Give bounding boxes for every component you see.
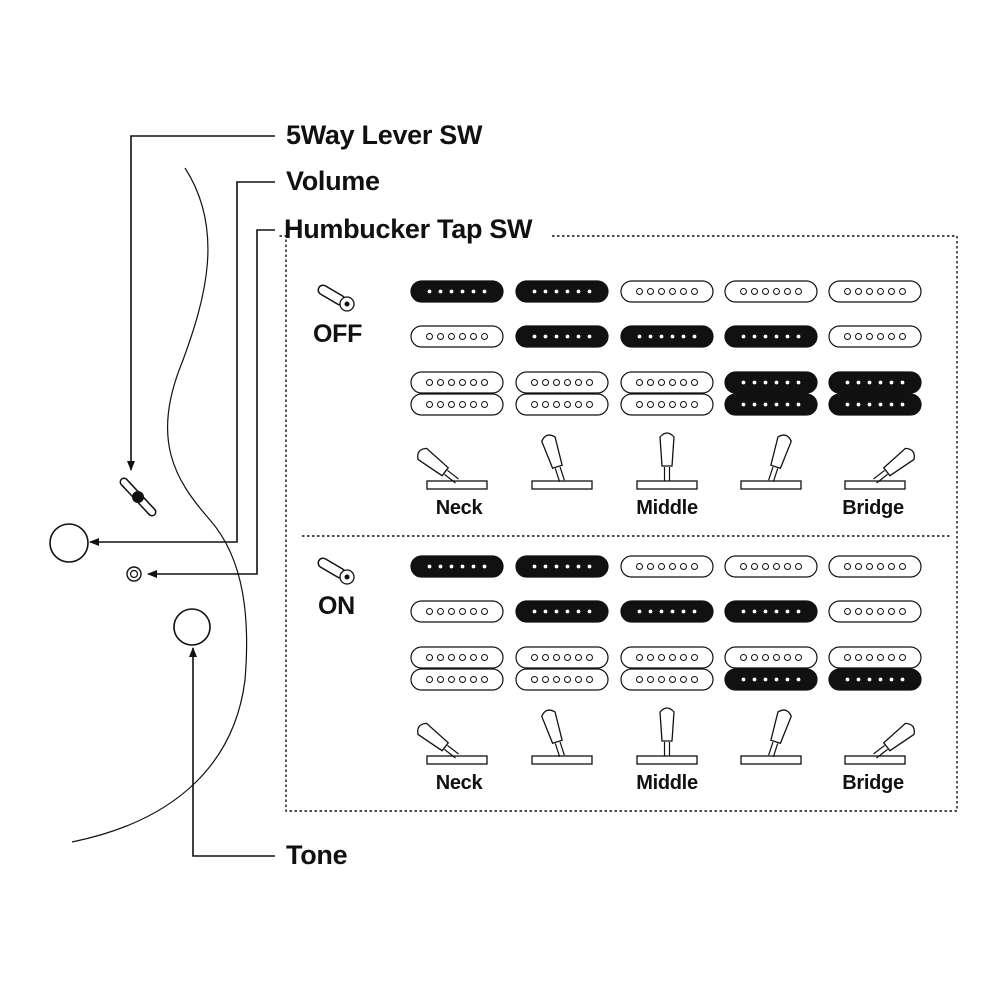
lever-position-icon bbox=[740, 709, 802, 765]
tap-state-on-label: ON bbox=[318, 592, 355, 620]
position-label-middle: Middle bbox=[636, 772, 698, 794]
lever-position-icon bbox=[844, 447, 915, 490]
middle-pickup bbox=[515, 325, 609, 348]
neck-pickup bbox=[410, 555, 504, 578]
switch-position-5 bbox=[828, 280, 922, 416]
bridge-humbucker-coil-2 bbox=[828, 393, 922, 416]
bridge-humbucker-coil-1 bbox=[828, 646, 922, 669]
lever-switch-label: 5Way Lever SW bbox=[286, 120, 483, 150]
tap-panel-on bbox=[410, 555, 922, 691]
bridge-humbucker-coil-1 bbox=[410, 371, 504, 394]
tap-switch-icon bbox=[126, 566, 142, 582]
position-label-neck: Neck bbox=[435, 497, 483, 519]
lever-position-icon bbox=[636, 707, 698, 765]
lever-position-icon bbox=[417, 447, 488, 490]
switch-position-5 bbox=[828, 555, 922, 691]
bridge-humbucker-coil-1 bbox=[515, 646, 609, 669]
switch-position-2 bbox=[515, 280, 609, 416]
tap-switch-bracket bbox=[278, 235, 958, 812]
bridge-humbucker-coil-1 bbox=[620, 371, 714, 394]
bridge-humbucker-coil-2 bbox=[410, 668, 504, 691]
neck-pickup bbox=[828, 555, 922, 578]
position-label-bridge: Bridge bbox=[842, 772, 904, 794]
tap-switch-leader bbox=[147, 229, 275, 578]
position-label-neck: Neck bbox=[435, 772, 483, 794]
switch-position-1 bbox=[410, 555, 504, 691]
lever-position-icon bbox=[531, 434, 593, 490]
switch-position-4 bbox=[724, 280, 818, 416]
neck-pickup bbox=[620, 280, 714, 303]
middle-pickup bbox=[724, 325, 818, 348]
bridge-humbucker-coil-2 bbox=[724, 668, 818, 691]
middle-pickup bbox=[620, 600, 714, 623]
bridge-humbucker-coil-1 bbox=[724, 646, 818, 669]
tone-label: Tone bbox=[286, 840, 348, 870]
switch-position-3 bbox=[620, 555, 714, 691]
bridge-humbucker-coil-1 bbox=[724, 371, 818, 394]
lever-switch-icon bbox=[119, 477, 157, 517]
tap-switch-on-icon bbox=[317, 557, 355, 585]
bridge-humbucker-coil-2 bbox=[828, 668, 922, 691]
neck-pickup bbox=[515, 555, 609, 578]
neck-pickup bbox=[724, 555, 818, 578]
tap-switch-off-icon bbox=[317, 284, 355, 312]
guitar-body-outline bbox=[71, 167, 248, 843]
lever-switch-leader bbox=[127, 135, 275, 471]
bridge-humbucker-coil-2 bbox=[410, 393, 504, 416]
tap-switch-label: Humbucker Tap SW bbox=[284, 214, 533, 244]
lever-position-icon bbox=[636, 432, 698, 490]
lever-position-icon bbox=[531, 709, 593, 765]
lever-position-icon bbox=[417, 722, 488, 765]
switch-position-1 bbox=[410, 280, 504, 416]
bridge-humbucker-coil-2 bbox=[724, 393, 818, 416]
tone-knob-icon bbox=[173, 608, 211, 646]
neck-pickup bbox=[410, 280, 504, 303]
position-label-bridge: Bridge bbox=[842, 497, 904, 519]
volume-knob-icon bbox=[49, 523, 89, 563]
position-label-middle: Middle bbox=[636, 497, 698, 519]
lever-position-icon bbox=[844, 722, 915, 765]
neck-pickup bbox=[828, 280, 922, 303]
middle-pickup bbox=[828, 600, 922, 623]
neck-pickup bbox=[620, 555, 714, 578]
tap-state-off-label: OFF bbox=[313, 320, 363, 348]
middle-pickup bbox=[620, 325, 714, 348]
switch-position-2 bbox=[515, 555, 609, 691]
volume-label: Volume bbox=[286, 166, 380, 196]
middle-pickup bbox=[828, 325, 922, 348]
lever-position-icon bbox=[740, 434, 802, 490]
volume-leader bbox=[89, 181, 275, 546]
bridge-humbucker-coil-2 bbox=[620, 668, 714, 691]
tone-leader bbox=[189, 647, 275, 857]
tap-panel-off bbox=[410, 280, 922, 416]
bridge-humbucker-coil-1 bbox=[515, 371, 609, 394]
middle-pickup bbox=[724, 600, 818, 623]
neck-pickup bbox=[724, 280, 818, 303]
bridge-humbucker-coil-2 bbox=[515, 668, 609, 691]
middle-pickup bbox=[515, 600, 609, 623]
switch-position-4 bbox=[724, 555, 818, 691]
bridge-humbucker-coil-1 bbox=[620, 646, 714, 669]
bridge-humbucker-coil-1 bbox=[410, 646, 504, 669]
switch-position-3 bbox=[620, 280, 714, 416]
neck-pickup bbox=[515, 280, 609, 303]
bridge-humbucker-coil-2 bbox=[620, 393, 714, 416]
bridge-humbucker-coil-1 bbox=[828, 371, 922, 394]
middle-pickup bbox=[410, 325, 504, 348]
middle-pickup bbox=[410, 600, 504, 623]
bridge-humbucker-coil-2 bbox=[515, 393, 609, 416]
